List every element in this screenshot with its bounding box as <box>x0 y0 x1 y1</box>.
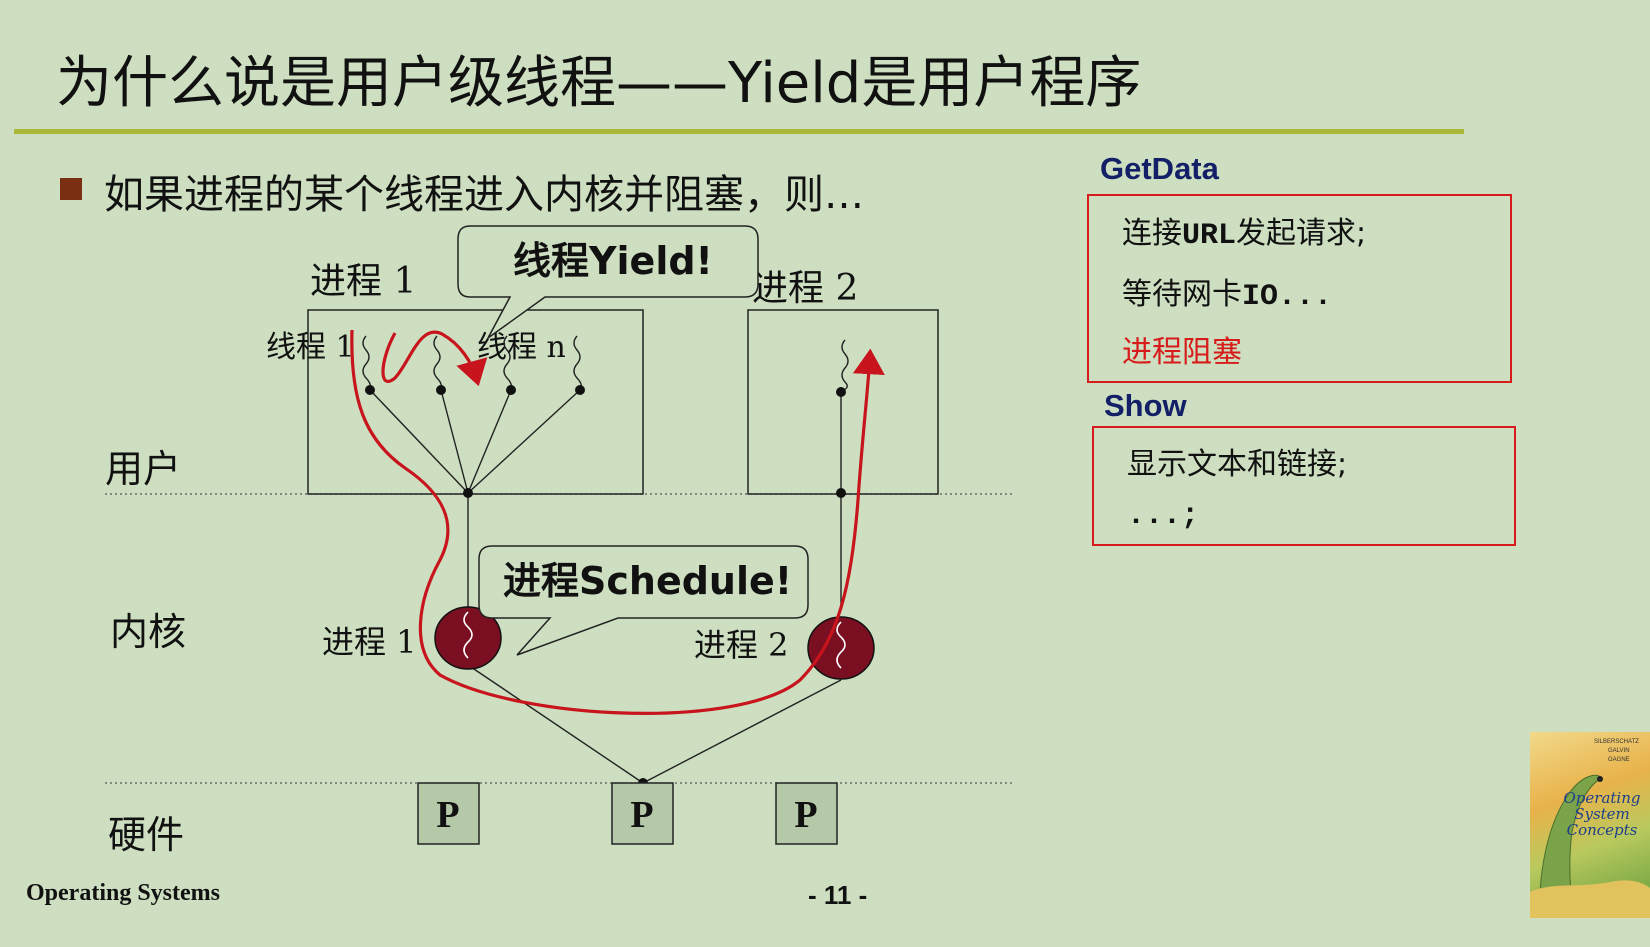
getdata-line-wait: 等待网卡IO... <box>1122 277 1333 314</box>
kernel-process2-node <box>807 616 875 680</box>
processor-p3: P <box>775 782 838 845</box>
process1-label: 进程 1 <box>310 261 416 302</box>
show-heading: Show <box>1104 388 1187 423</box>
book-title: Operating System Concepts <box>1563 789 1641 839</box>
yield-arrow <box>381 330 488 387</box>
process1-box <box>307 309 644 495</box>
callout-thread-yield-text: 线程Yield! <box>513 239 713 283</box>
svg-text:P: P <box>436 794 459 836</box>
kernel-process1-node <box>434 606 502 670</box>
kernel-level-label: 内核 <box>110 610 186 654</box>
getdata-line-connect: 连接URL发起请求; <box>1122 216 1367 253</box>
connection-dots <box>365 385 846 788</box>
getdata-line-blocked: 进程阻塞 <box>1122 335 1242 370</box>
processor-p2: P <box>611 782 674 845</box>
kernel-process1-label: 进程 1 <box>322 623 417 661</box>
user-level-label: 用户 <box>105 447 181 491</box>
process2-box <box>747 309 939 495</box>
bullet-square-icon <box>60 178 82 200</box>
book-cover-image: SILBERSCHATZ GALVIN GAGNE Operating Syst… <box>1530 732 1650 918</box>
show-code-box: 显示文本和链接; ...; <box>1092 426 1516 546</box>
callout-process-schedule: 进程Schedule! <box>478 545 809 656</box>
block-schedule-arrow <box>350 329 885 715</box>
callout-process-schedule-text: 进程Schedule! <box>503 559 792 603</box>
thread-connections <box>369 389 842 784</box>
user-threads-process1 <box>362 335 583 391</box>
kernel-process2-label: 进程 2 <box>694 626 789 664</box>
getdata-code-box: 连接URL发起请求; 等待网卡IO... 进程阻塞 <box>1087 194 1512 383</box>
hardware-level-label: 硬件 <box>108 813 184 857</box>
thread1-label: 线程 1 <box>266 330 355 365</box>
svg-text:P: P <box>794 794 817 836</box>
footer-course-name: Operating Systems <box>26 880 220 906</box>
show-line-display: 显示文本和链接; <box>1127 447 1348 482</box>
svg-text:P: P <box>630 794 653 836</box>
dinosaur-illustration <box>1530 774 1650 918</box>
slide-title: 为什么说是用户级线程——Yield是用户程序 <box>56 51 1142 116</box>
processor-p1: P <box>417 782 480 845</box>
callout-thread-yield: 线程Yield! <box>457 225 759 339</box>
user-thread-process2 <box>840 339 849 392</box>
getdata-heading: GetData <box>1100 151 1219 186</box>
title-divider <box>14 129 1464 134</box>
footer-page-number: - 11 - <box>808 880 868 910</box>
book-authors: SILBERSCHATZ GALVIN GAGNE <box>1594 739 1639 763</box>
process2-label: 进程 2 <box>752 268 858 309</box>
show-line-ellipsis: ...; <box>1127 499 1200 533</box>
bullet-text: 如果进程的某个线程进入内核并阻塞，则… <box>104 172 864 218</box>
